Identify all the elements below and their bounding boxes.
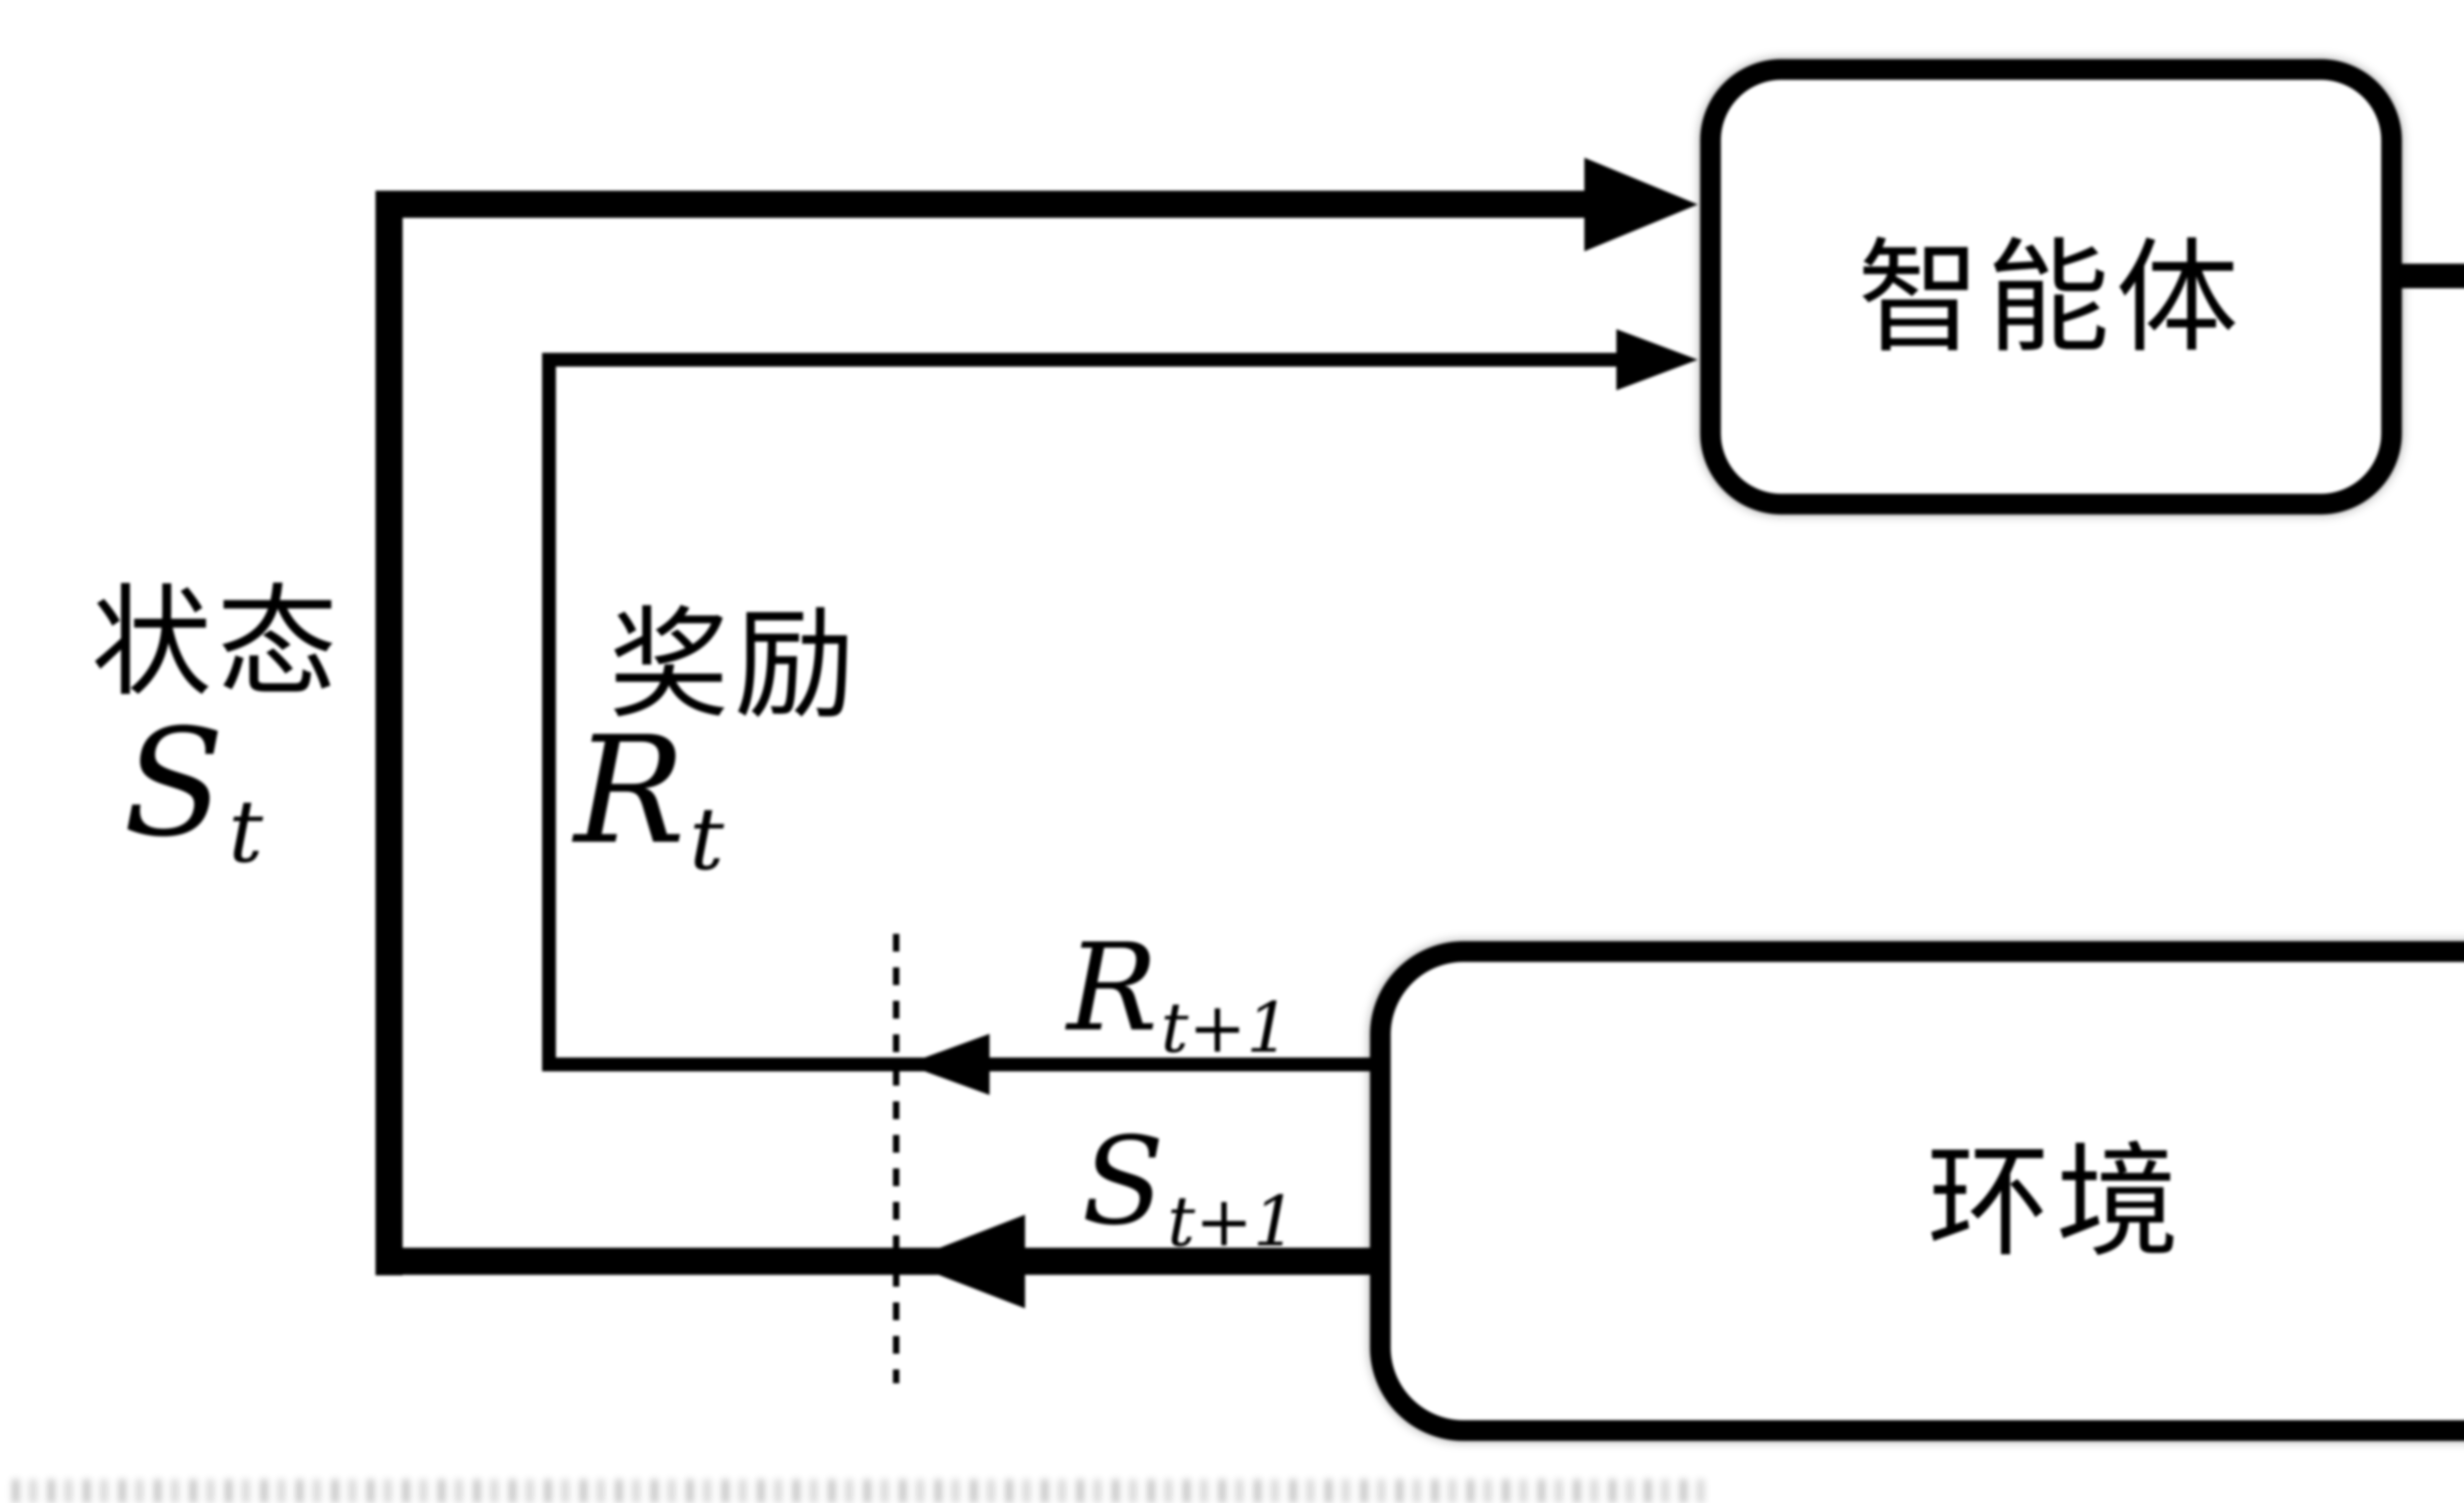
agent-box-label: 智能体 [1857, 226, 2245, 370]
next-state-subscript: t+1 [1167, 1182, 1297, 1262]
state-loop-bottom-line [376, 1248, 1376, 1275]
state-into-agent-arrowhead [1584, 158, 1698, 251]
reward-loop-left-line [542, 353, 556, 1071]
next-reward-subscript: t+1 [1161, 988, 1291, 1068]
next-reward-symbol: Rt+1 [1067, 918, 1290, 1068]
next-state-arrowhead [904, 1215, 1025, 1308]
environment-box-label: 环境 [1927, 1130, 2185, 1274]
state-loop-left-line [376, 191, 403, 1275]
reward-symbol: Rt [574, 705, 724, 889]
cropped-caption-fragment [12, 1479, 1708, 1503]
reward-symbol-letter: R [574, 705, 685, 877]
reward-into-agent-arrowhead [1616, 329, 1698, 390]
reward-loop-top-line [542, 353, 1621, 367]
next-state-symbol: St+1 [1082, 1111, 1297, 1262]
reward-symbol-subscript: t [689, 789, 724, 889]
environment-box: 环境 [1370, 941, 2464, 1441]
reward-caption: 奖励 [609, 595, 860, 735]
next-reward-arrowhead [906, 1034, 990, 1095]
state-symbol-subscript: t [228, 782, 263, 882]
next-state-letter: S [1082, 1111, 1164, 1252]
next-reward-letter: R [1067, 918, 1158, 1058]
state-symbol: St [123, 697, 263, 882]
state-symbol-letter: S [123, 697, 225, 869]
agent-box: 智能体 [1700, 59, 2402, 514]
time-boundary-dashed-line [893, 934, 899, 1383]
state-loop-top-line [376, 191, 1603, 218]
state-caption: 状态 [91, 573, 342, 713]
